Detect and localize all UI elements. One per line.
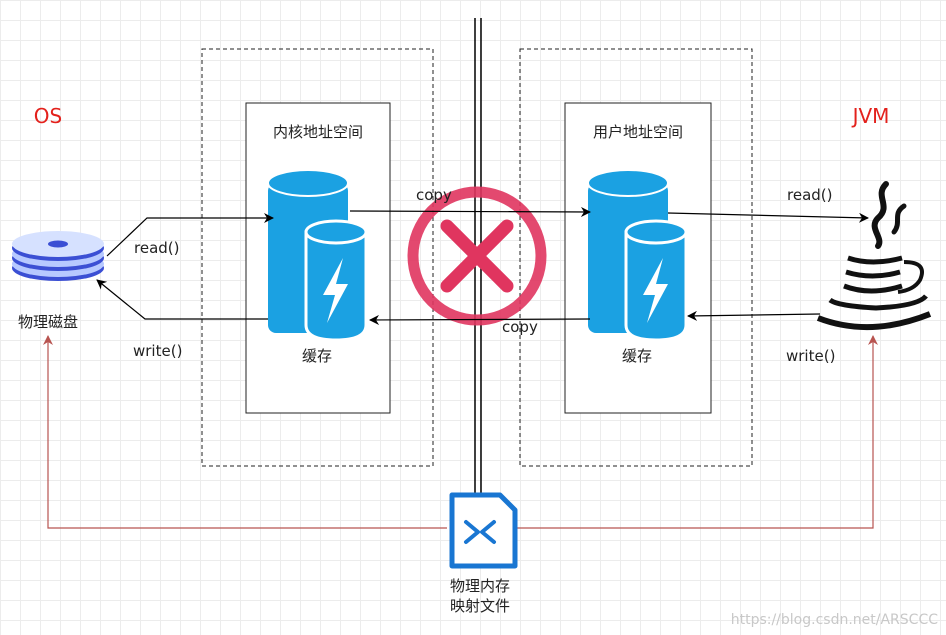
arrow-jvm-to-user-write: [687, 310, 821, 321]
copy-top-label: copy: [416, 186, 452, 204]
jvm-label: JVM: [851, 104, 890, 128]
user-cache-label: 缓存: [622, 347, 652, 365]
mmap-arrow-to-jvm: [517, 335, 878, 529]
arrow-user-to-jvm-read: [667, 212, 869, 223]
write-right-label: write(): [786, 347, 835, 365]
copy-bottom-label: copy: [502, 318, 538, 336]
kernel-outer-box: [201, 48, 434, 467]
write-left-label: write(): [133, 342, 182, 360]
read-right-label: read(): [787, 186, 832, 204]
disk-label: 物理磁盘: [18, 313, 78, 331]
java-logo-icon: [816, 181, 932, 331]
user-outer-box: [519, 48, 753, 467]
arrow-disk-to-kernel: [106, 213, 274, 257]
os-label: OS: [34, 104, 62, 128]
arrow-kernel-to-disk: [96, 279, 268, 320]
kernel-space-title: 内核地址空间: [273, 123, 363, 141]
mmap-label-line2: 映射文件: [450, 597, 510, 615]
mmap-label-line1: 物理内存: [450, 577, 510, 595]
watermark: https://blog.csdn.net/ARSCCC: [731, 612, 938, 628]
user-cache-icon: [587, 169, 688, 342]
kernel-cache-label: 缓存: [302, 347, 332, 365]
shortcut-file-icon: [449, 492, 518, 569]
mmap-arrow-to-disk: [43, 335, 447, 529]
kernel-cache-icon: [267, 169, 368, 342]
arrow-kernel-to-user-copy: [349, 206, 591, 217]
arrow-user-to-kernel-copy: [369, 314, 591, 325]
user-space-title: 用户地址空间: [593, 123, 683, 141]
read-left-label: read(): [134, 239, 179, 257]
disk-stack-icon: [12, 231, 104, 281]
